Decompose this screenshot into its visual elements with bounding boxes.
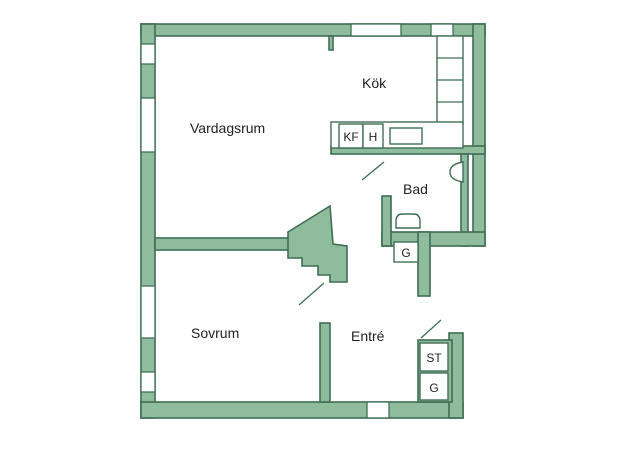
- doors: [298, 161, 442, 339]
- closet-wall: [417, 231, 431, 297]
- window-bottom: [366, 401, 390, 419]
- kitchen-sink: [389, 127, 423, 145]
- window-left-2: [140, 97, 156, 153]
- fixture-label-storage: ST: [426, 351, 442, 365]
- stove-box: [362, 123, 384, 149]
- door-entrance: [420, 319, 442, 339]
- room-label-entrance: Entré: [351, 328, 385, 344]
- bath-wall-left: [381, 195, 392, 247]
- entrance-fixtures: [419, 342, 449, 401]
- toilet: [449, 161, 464, 183]
- fridge-box: [338, 123, 364, 149]
- fixture-labels: KF H G ST G: [343, 130, 442, 395]
- outer-wall-bottom: [140, 401, 464, 419]
- room-label-bedroom: Sovrum: [191, 325, 239, 341]
- outer-wall-right: [472, 23, 486, 247]
- window-left-3: [140, 285, 156, 339]
- door-bath: [361, 161, 385, 181]
- fixture-label-stove: H: [369, 130, 378, 144]
- kitchen-wall-stub: [328, 35, 334, 51]
- fixture-label-fridge: KF: [343, 130, 358, 144]
- door-bedroom: [298, 282, 325, 306]
- window-left-4: [140, 371, 156, 393]
- washbasin: [395, 213, 421, 229]
- fixture-label-entrance-closet: G: [429, 381, 438, 395]
- room-label-kitchen: Kök: [362, 75, 387, 91]
- window-top-left: [350, 23, 402, 37]
- chimney: [287, 204, 348, 283]
- entrance-wall: [319, 322, 331, 403]
- entrance-closet-box: [419, 372, 449, 401]
- outer-wall-left: [140, 23, 156, 419]
- fixture-label-bath-closet: G: [401, 246, 410, 260]
- window-top-right: [430, 23, 454, 37]
- window-left-1: [140, 43, 156, 65]
- bath-closet-box: [393, 241, 419, 263]
- room-label-living: Vardagsrum: [190, 120, 265, 136]
- windows: [140, 23, 454, 419]
- room-labels: Vardagsrum Kök Bad Sovrum Entré: [190, 75, 428, 344]
- living-bedroom-wall: [154, 237, 291, 251]
- bath-fixtures: [393, 161, 464, 263]
- storage-box: [419, 342, 449, 372]
- room-label-bath: Bad: [403, 181, 428, 197]
- kitchen-fixtures: [330, 35, 464, 149]
